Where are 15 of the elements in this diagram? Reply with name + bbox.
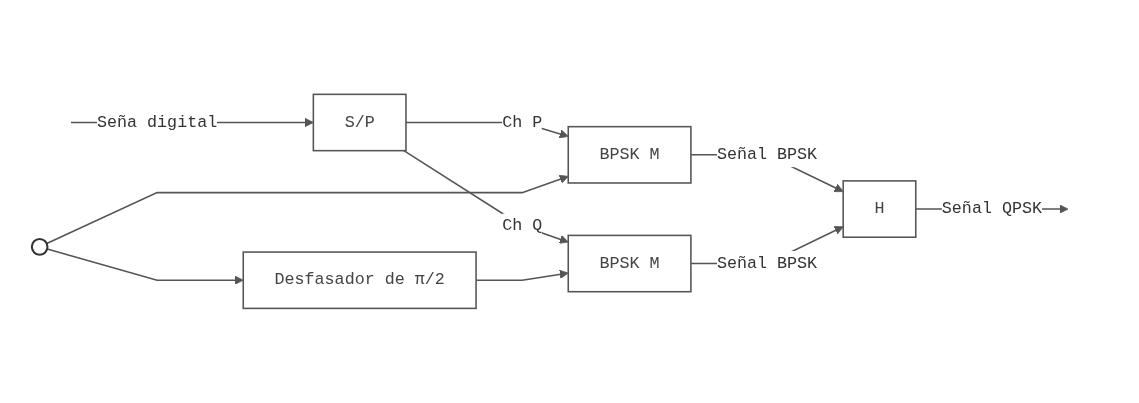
node-box: BPSK M: [567, 126, 692, 184]
node-box: BPSK M: [567, 234, 692, 293]
edge-label: Señal BPSK: [716, 254, 818, 274]
edge-label: Seña digital: [97, 113, 218, 133]
node-box: Desfasador de π/2: [242, 251, 477, 310]
arrow: [403, 150, 569, 244]
node-box: S/P: [312, 93, 407, 152]
arrow: [46, 174, 569, 245]
edge-label: Señal BPSK: [716, 145, 818, 165]
node-circle: [30, 238, 49, 256]
edge-label: Ch Q: [502, 216, 543, 236]
arrow: [46, 248, 244, 285]
edge-label: Señal QPSK: [941, 199, 1042, 219]
edge-label: Ch P: [502, 113, 543, 133]
node-box: H: [842, 180, 917, 239]
